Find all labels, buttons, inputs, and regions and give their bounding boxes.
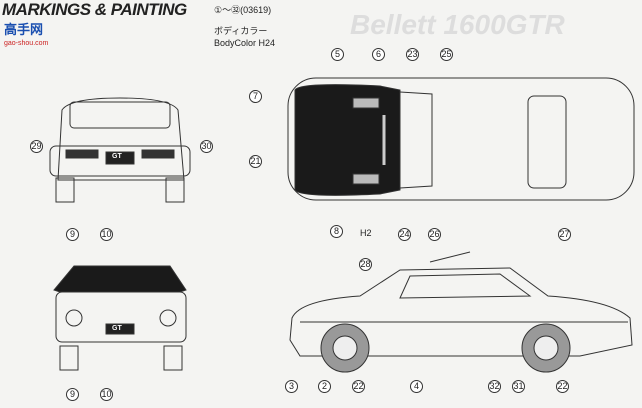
- rear-plate: GT: [112, 153, 122, 160]
- callout-22: 22: [352, 380, 365, 393]
- callout-28: 28: [359, 258, 372, 271]
- callout-24: 24: [398, 228, 411, 241]
- decal-range: ①～㉜(03619): [214, 5, 272, 15]
- side-view: [289, 251, 633, 373]
- top-view: [287, 77, 635, 201]
- callout-30: 30: [200, 140, 213, 153]
- callout-25: 25: [440, 48, 453, 61]
- callout-h2: H2: [360, 228, 372, 238]
- callout-31: 31: [512, 380, 525, 393]
- body-color: BodyColor H24: [214, 38, 276, 48]
- callout-9-front: 9: [66, 388, 79, 401]
- callout-21: 21: [249, 155, 262, 168]
- callout-10-front: 10: [100, 388, 113, 401]
- callout-23: 23: [406, 48, 419, 61]
- callout-10: 10: [100, 228, 113, 241]
- callout-9: 9: [66, 228, 79, 241]
- callout-2: 2: [318, 380, 331, 393]
- body-color-jp: ボディカラー: [214, 26, 268, 36]
- callout-4: 4: [410, 380, 423, 393]
- callout-3: 3: [285, 380, 298, 393]
- background-title: Bellett 1600GTR: [350, 9, 565, 40]
- rear-view: [49, 97, 191, 203]
- callout-29: 29: [30, 140, 43, 153]
- watermark-url: gao-shou.com: [4, 40, 49, 47]
- callout-5: 5: [331, 48, 344, 61]
- callout-8: 8: [330, 225, 343, 238]
- front-view: [53, 265, 187, 371]
- callout-32: 32: [488, 380, 501, 393]
- front-plate: GT: [112, 325, 122, 332]
- callout-27: 27: [558, 228, 571, 241]
- callout-26: 26: [428, 228, 441, 241]
- callout-22b: 22: [556, 380, 569, 393]
- page-title: MARKINGS & PAINTING: [2, 0, 187, 19]
- callout-7: 7: [249, 90, 262, 103]
- callout-6: 6: [372, 48, 385, 61]
- watermark-logo: 高手网: [4, 22, 44, 37]
